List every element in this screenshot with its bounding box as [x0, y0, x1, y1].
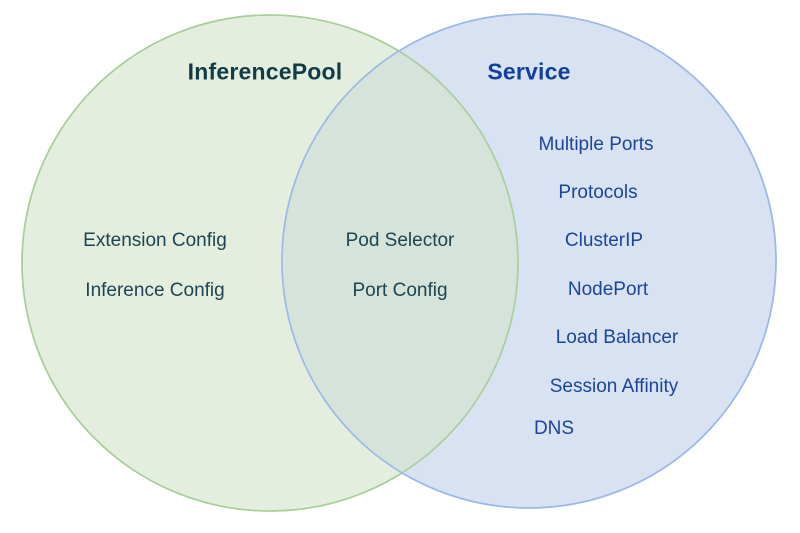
left-item-extension-config: Extension Config — [83, 230, 227, 251]
right-set-title: Service — [487, 58, 571, 85]
right-circle-outline — [281, 13, 777, 509]
right-item-dns: DNS — [533, 418, 575, 439]
overlap-region — [282, 15, 518, 508]
right-item-nodeport: NodePort — [567, 279, 649, 300]
right-item-multiple-ports: Multiple Ports — [538, 134, 654, 155]
left-item-inference-config: Inference Config — [85, 280, 225, 301]
right-item-clusterip: ClusterIP — [564, 230, 644, 251]
left-set-title: InferencePool — [187, 58, 343, 85]
overlap-item-port-config: Port Config — [352, 280, 448, 301]
overlap-item-pod-selector: Pod Selector — [345, 230, 455, 251]
right-item-protocols: Protocols — [558, 182, 638, 203]
right-item-session-affinity: Session Affinity — [549, 376, 679, 397]
left-circle-outline — [21, 14, 519, 512]
right-item-load-balancer: Load Balancer — [555, 327, 679, 348]
